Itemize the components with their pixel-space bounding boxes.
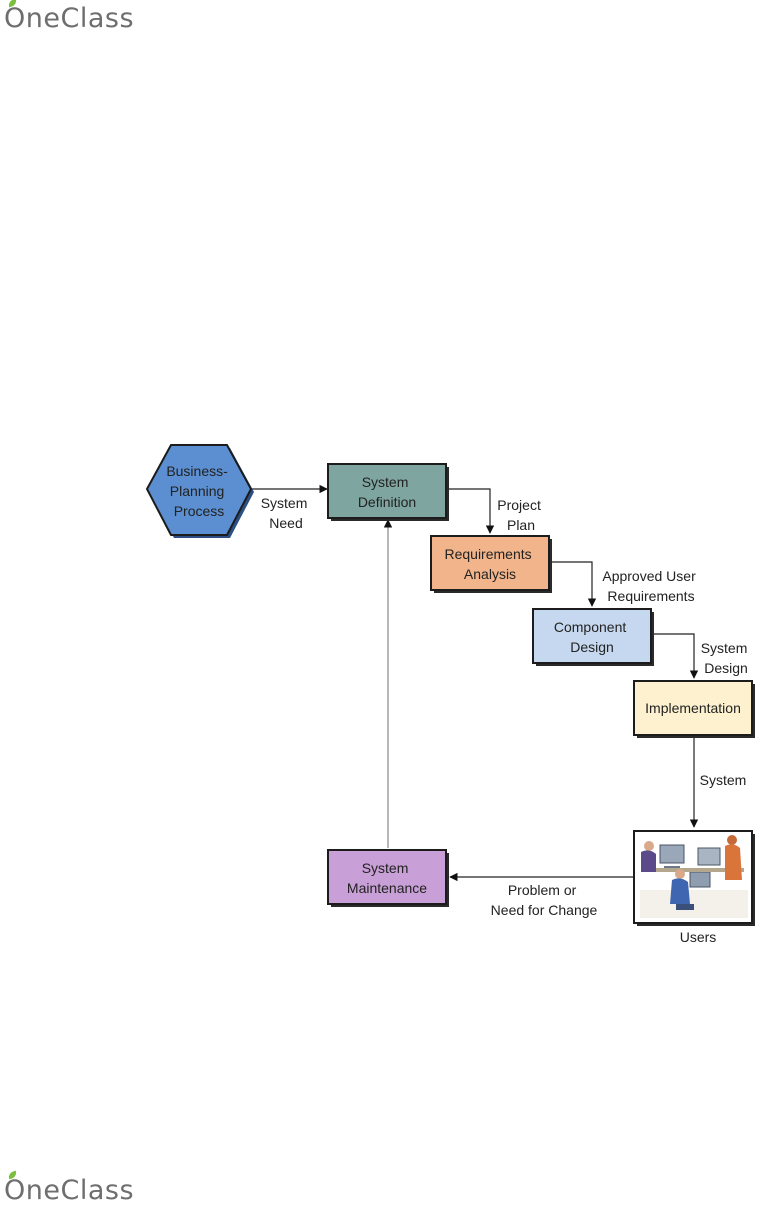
node-system-maintenance-line1: System (362, 860, 409, 876)
node-component-design-line2: Design (570, 639, 614, 655)
edge-approved-user-requirements (550, 562, 592, 606)
label-project-plan: Project Plan (497, 497, 544, 533)
leaf-icon (7, 1170, 18, 1179)
node-system-definition: System Definition (328, 464, 449, 521)
node-business-planning: Business- Planning Process (147, 445, 254, 538)
label-system: System (700, 772, 747, 788)
label-approved-user-requirements: Approved User Requirements (602, 568, 699, 604)
node-requirements-analysis-line2: Analysis (464, 566, 516, 582)
node-business-planning-line1: Business- (166, 463, 228, 479)
label-problem-or-need: Problem or Need for Change (491, 882, 598, 918)
node-business-planning-line2: Planning (170, 483, 225, 499)
node-system-definition-line1: System (362, 474, 409, 490)
node-system-definition-line2: Definition (358, 494, 416, 510)
node-implementation-line1: Implementation (645, 700, 741, 716)
node-requirements-analysis-line1: Requirements (444, 546, 531, 562)
node-users: Users (634, 831, 755, 945)
svg-text:Users: Users (680, 929, 717, 945)
node-system-maintenance-line2: Maintenance (347, 880, 427, 896)
edge-project-plan (448, 489, 490, 533)
node-component-design: Component Design (533, 609, 654, 666)
svg-text:Business- Planning: Business- Planning Process (166, 463, 231, 519)
svg-text:Implementation: Implementation (645, 700, 741, 716)
node-implementation: Implementation (634, 681, 755, 738)
node-requirements-analysis: Requirements Analysis (431, 536, 552, 593)
node-system-maintenance: System Maintenance (328, 850, 449, 907)
node-component-design-line1: Component (554, 619, 626, 635)
label-system-need: System Need (261, 495, 312, 531)
edge-system-design (652, 634, 694, 678)
node-users-label: Users (680, 929, 717, 945)
node-business-planning-line3: Process (174, 503, 225, 519)
brand-text-bottom: neClass (26, 1175, 134, 1206)
label-system-design: System Design (701, 640, 752, 676)
